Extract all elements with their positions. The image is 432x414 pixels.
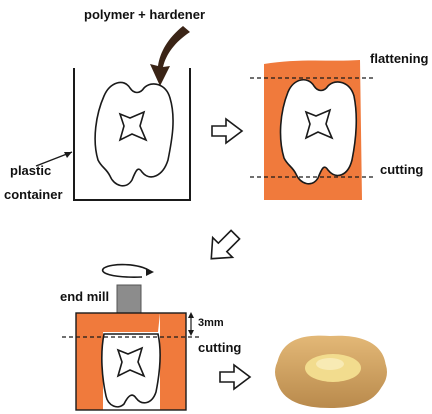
specimen-photo (275, 336, 387, 408)
rotation-arrowhead-icon (146, 268, 154, 276)
depth-label: 3mm (198, 318, 224, 329)
end-mill-label: end mill (60, 290, 109, 303)
right-arrow-icon (212, 119, 242, 143)
flattening-label: flattening (370, 52, 429, 65)
resin-block-3-top (103, 313, 160, 332)
pour-arrow-icon (150, 26, 190, 86)
specimen-highlight (316, 358, 344, 370)
step1-panel (36, 26, 190, 200)
resin-block-3 (76, 313, 103, 410)
plastic-label: plastic (10, 164, 51, 177)
step3-panel (62, 265, 200, 410)
cutting-label-top: cutting (380, 163, 423, 176)
depth-arrowhead-top-icon (188, 312, 194, 318)
right-arrow-icon-2 (220, 365, 250, 389)
resin-block-3-right (160, 313, 186, 410)
container-label: container (4, 188, 63, 201)
rotation-arrow-icon (103, 265, 150, 278)
diagonal-arrow-icon (201, 225, 245, 269)
polymer-hardener-label: polymer + hardener (84, 8, 205, 21)
step2-panel (250, 60, 375, 200)
cutting-label-bottom: cutting (198, 341, 241, 354)
depth-arrowhead-bottom-icon (188, 330, 194, 336)
